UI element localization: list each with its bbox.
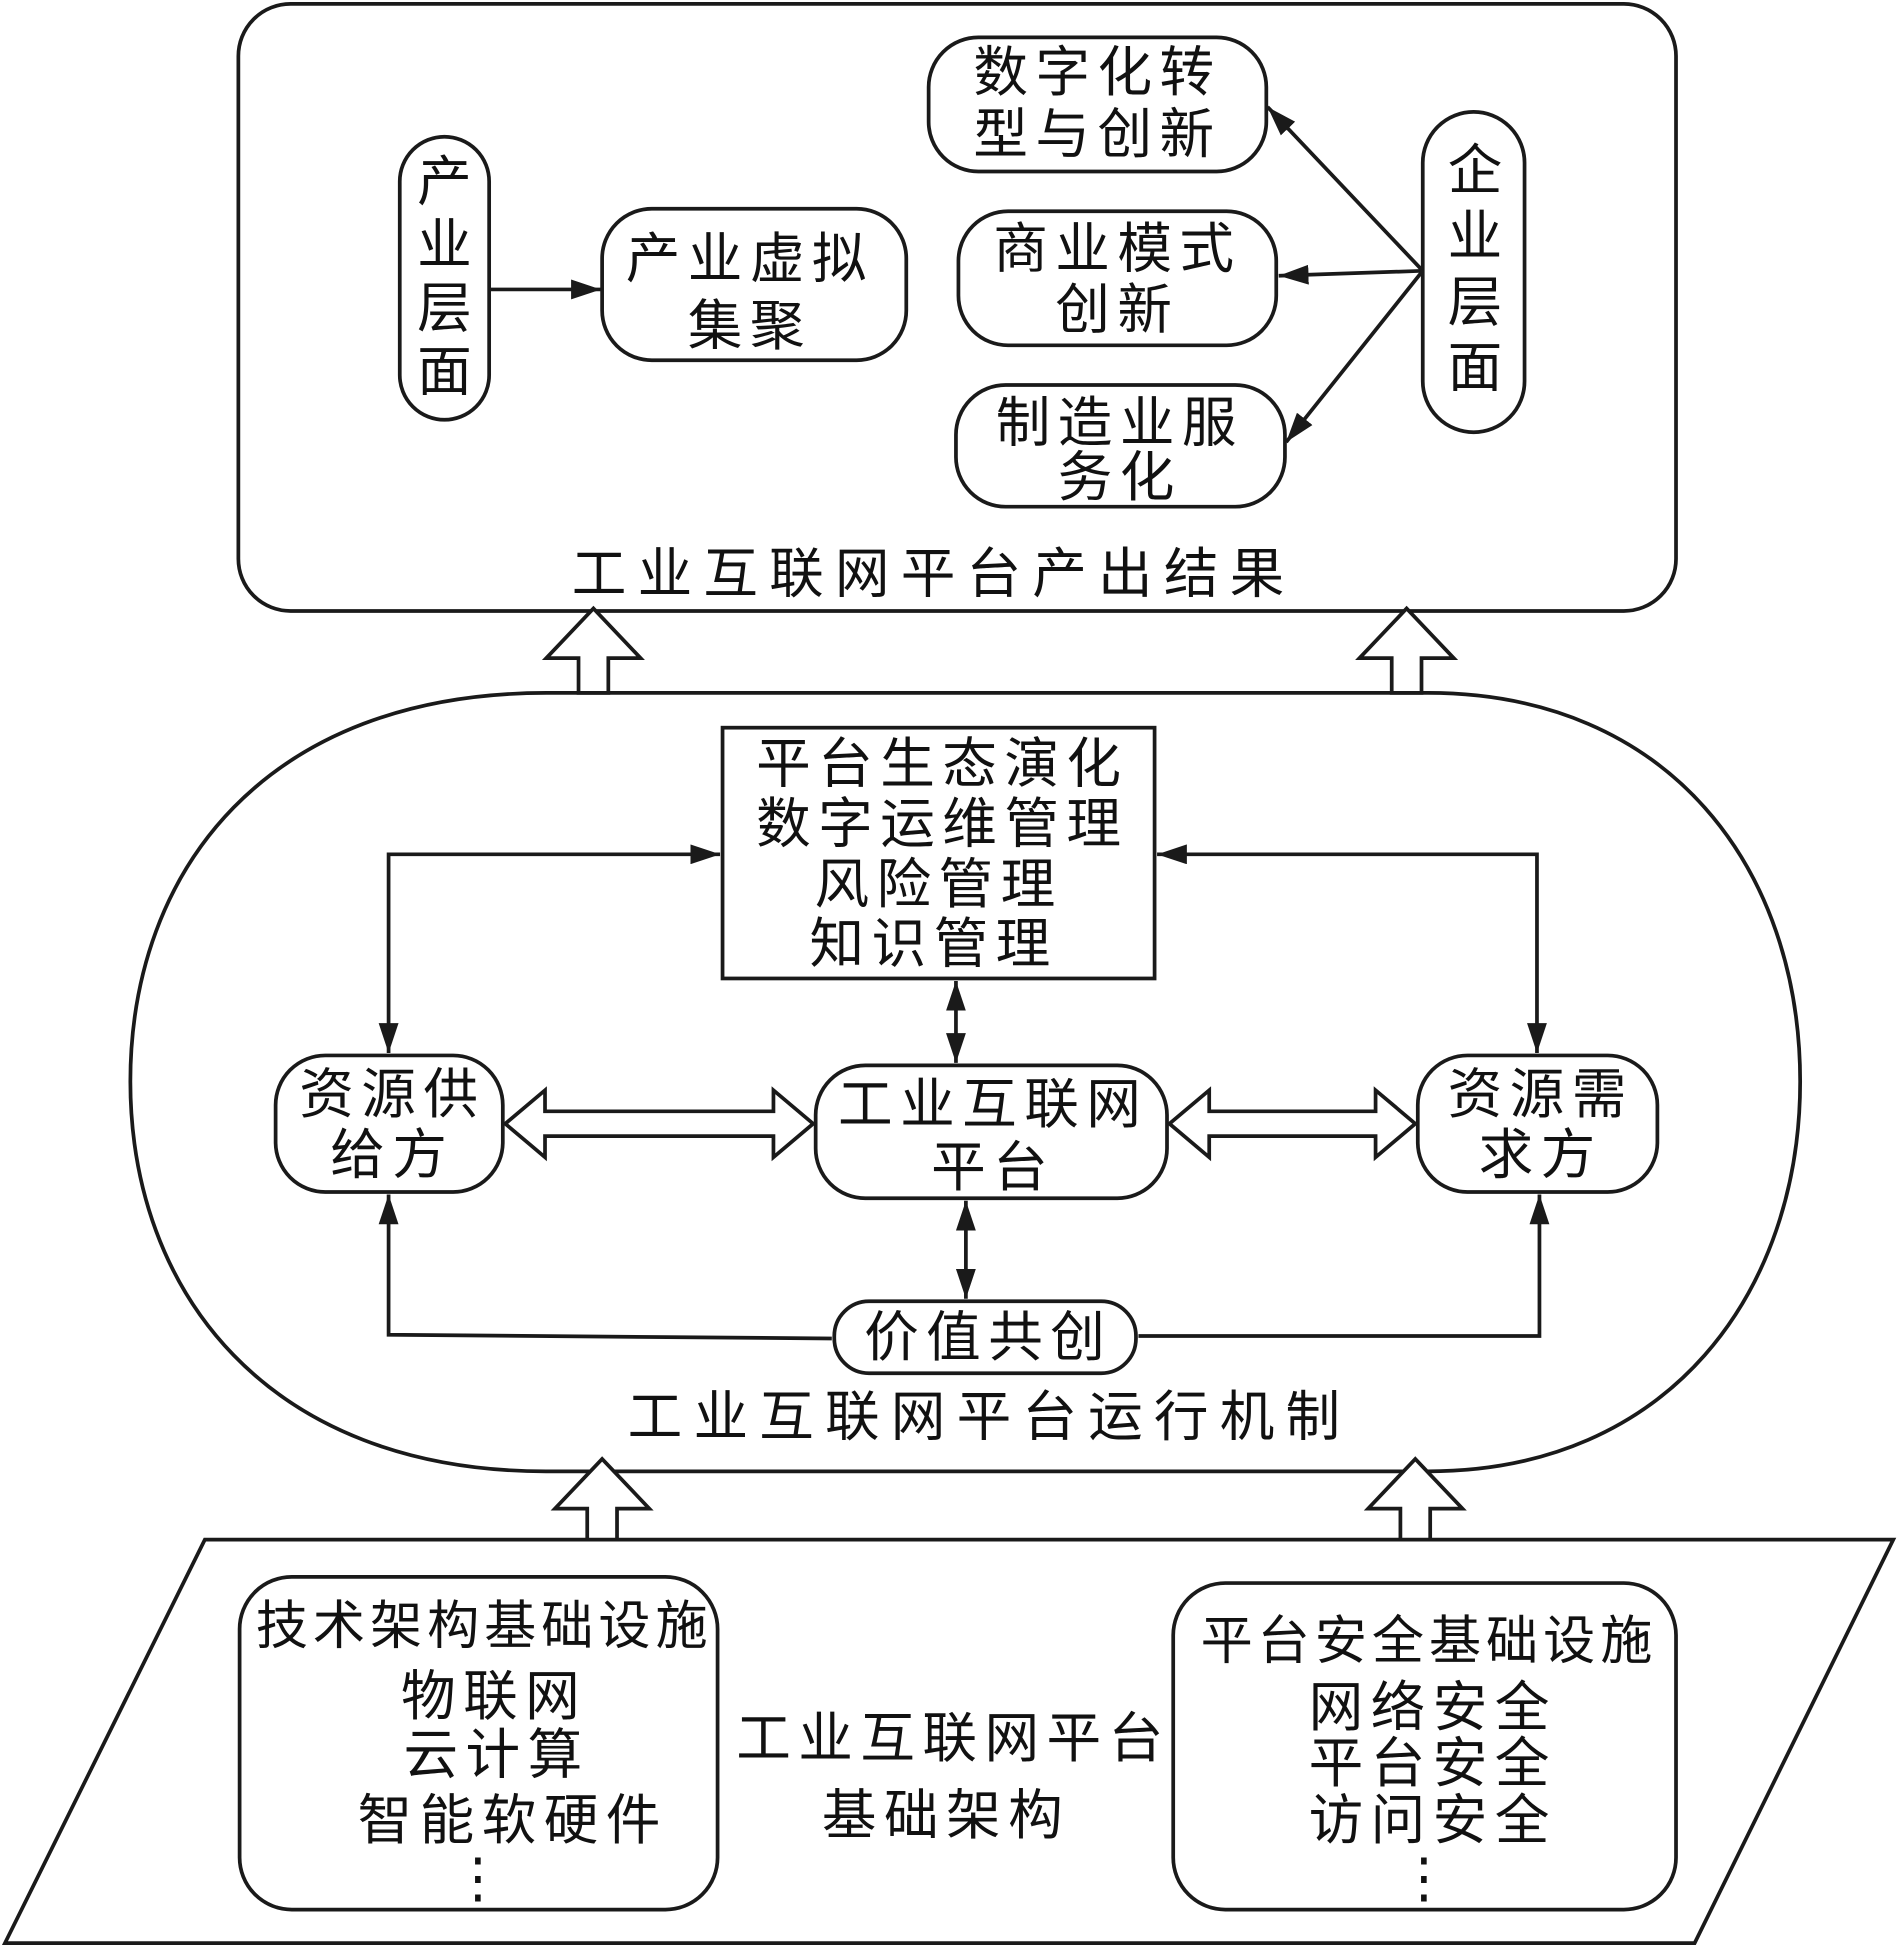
platform-line-2: 平台 bbox=[931, 1135, 1055, 1199]
value-co-creation-label: 价值共创 bbox=[864, 1305, 1112, 1369]
business-model-innovation-node: 商业模式 创新 bbox=[956, 209, 1279, 348]
hollow-up-arrow-right-to-output bbox=[1355, 605, 1459, 695]
enterprise-level-label: 企业层面 bbox=[1448, 138, 1503, 399]
hollow-arrow-platform-demander bbox=[1166, 1086, 1419, 1162]
industry-level-node: 产业层面 bbox=[397, 134, 492, 422]
manufacturing-servitization-line-1: 制造业服 bbox=[996, 390, 1244, 454]
arrow-management-supplier-loop bbox=[378, 844, 721, 1053]
infrastructure-title-line-1: 工业互联网平台 bbox=[736, 1706, 1170, 1770]
hollow-arrow-supplier-platform bbox=[502, 1086, 817, 1162]
security-infrastructure-line-3: 平台安全 bbox=[1309, 1731, 1557, 1795]
platform-border bbox=[813, 1063, 1169, 1201]
platform-line-1: 工业互联网 bbox=[838, 1072, 1148, 1136]
management-line-2: 数字运维管理 bbox=[756, 791, 1128, 855]
management-line-1: 平台生态演化 bbox=[756, 732, 1128, 796]
operating-mechanism-section: 平台生态演化 数字运维管理 风险管理 知识管理 资源供 给方 工业互联网 平台 … bbox=[128, 691, 1803, 1474]
business-model-innovation-line-2: 创新 bbox=[1055, 277, 1179, 341]
digital-transformation-node: 数字化转 型与创新 bbox=[926, 35, 1269, 174]
infrastructure-frame bbox=[1, 1537, 1897, 1945]
management-border bbox=[720, 725, 1157, 981]
output-results-title: 工业互联网平台产出结果 bbox=[572, 542, 1296, 606]
hollow-up-arrow-right-to-mechanism bbox=[1363, 1456, 1467, 1542]
industry-level-border bbox=[397, 134, 492, 422]
business-model-innovation-border bbox=[956, 209, 1279, 348]
technical-infrastructure-line-3: 云计算 bbox=[404, 1722, 590, 1786]
resource-demander-line-2: 求方 bbox=[1479, 1123, 1603, 1187]
hollow-up-arrow-left-to-mechanism bbox=[550, 1456, 654, 1542]
digital-transformation-border bbox=[926, 35, 1269, 174]
hollow-up-arrow-left-to-output bbox=[541, 605, 645, 695]
security-infrastructure-ellipsis: ⋮ bbox=[1397, 1845, 1459, 1909]
arrow-enterprise-to-servitization bbox=[1284, 269, 1425, 444]
industry-virtual-cluster-border bbox=[600, 206, 909, 363]
technical-infrastructure-line-4: 智能软硬件 bbox=[358, 1788, 668, 1852]
technical-infrastructure-border bbox=[237, 1575, 720, 1912]
resource-demander-node: 资源需 求方 bbox=[1415, 1053, 1660, 1194]
security-infrastructure-border bbox=[1171, 1581, 1678, 1912]
resource-demander-line-1: 资源需 bbox=[1448, 1062, 1634, 1126]
value-co-creation-border bbox=[832, 1299, 1138, 1376]
industry-virtual-cluster-line-2: 集聚 bbox=[688, 293, 812, 357]
operating-mechanism-frame bbox=[128, 691, 1803, 1474]
security-infrastructure-line-4: 访问安全 bbox=[1309, 1788, 1557, 1852]
manufacturing-servitization-node: 制造业服 务化 bbox=[954, 383, 1287, 509]
resource-supplier-line-1: 资源供 bbox=[299, 1062, 485, 1126]
infrastructure-section: 技术架构基础设施 物联网 云计算 智能软硬件 ⋮ 平台安全基础设施 网络安全 平… bbox=[1, 1537, 1897, 1945]
resource-supplier-node: 资源供 给方 bbox=[273, 1053, 505, 1194]
digital-transformation-line-2: 型与创新 bbox=[973, 102, 1221, 166]
management-line-4: 知识管理 bbox=[809, 912, 1057, 976]
arrow-enterprise-to-business-model bbox=[1278, 264, 1423, 285]
arrow-value-co-creation-to-supplier bbox=[378, 1194, 832, 1341]
resource-supplier-line-2: 给方 bbox=[330, 1123, 454, 1187]
technical-infrastructure-line-2: 物联网 bbox=[401, 1664, 587, 1728]
manufacturing-servitization-border bbox=[954, 383, 1287, 509]
business-model-innovation-line-1: 商业模式 bbox=[993, 216, 1241, 280]
manufacturing-servitization-line-2: 务化 bbox=[1058, 445, 1182, 509]
output-results-frame bbox=[236, 2, 1678, 613]
operating-mechanism-title: 工业互联网平台运行机制 bbox=[628, 1385, 1352, 1449]
platform-node: 工业互联网 平台 bbox=[813, 1063, 1169, 1201]
enterprise-level-node: 企业层面 bbox=[1420, 110, 1527, 435]
security-infrastructure-line-2: 网络安全 bbox=[1309, 1675, 1557, 1739]
technical-infrastructure-ellipsis: ⋮ bbox=[451, 1845, 513, 1909]
industry-virtual-cluster-node: 产业虚拟 集聚 bbox=[600, 206, 909, 363]
industry-virtual-cluster-line-1: 产业虚拟 bbox=[626, 226, 874, 290]
industry-level-label: 产业层面 bbox=[417, 149, 472, 403]
technical-infrastructure-node: 技术架构基础设施 物联网 云计算 智能软硬件 ⋮ bbox=[237, 1575, 720, 1912]
infrastructure-title-line-2: 基础架构 bbox=[822, 1783, 1070, 1847]
technical-infrastructure-line-1: 技术架构基础设施 bbox=[256, 1597, 713, 1657]
management-node: 平台生态演化 数字运维管理 风险管理 知识管理 bbox=[720, 725, 1157, 981]
management-line-3: 风险管理 bbox=[814, 852, 1062, 916]
value-co-creation-node: 价值共创 bbox=[832, 1299, 1138, 1376]
arrow-enterprise-to-digital-transformation bbox=[1266, 105, 1425, 273]
security-infrastructure-node: 平台安全基础设施 网络安全 平台安全 访问安全 ⋮ bbox=[1171, 1581, 1678, 1912]
digital-transformation-line-1: 数字化转 bbox=[973, 40, 1221, 104]
output-results-section: 产业层面 产业虚拟 集聚 数字化转 型与创新 商业模式 创新 制造业服 务化 企… bbox=[236, 2, 1678, 613]
security-infrastructure-line-1: 平台安全基础设施 bbox=[1201, 1611, 1658, 1671]
arrow-value-co-creation-to-demander bbox=[1138, 1194, 1550, 1338]
arrow-management-demander-loop bbox=[1157, 844, 1547, 1053]
